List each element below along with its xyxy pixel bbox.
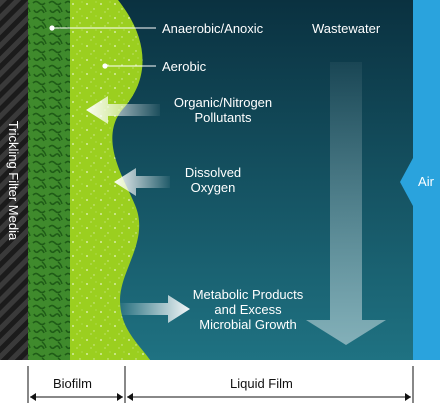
pollutants-label-line1: Organic/Nitrogen: [173, 95, 273, 110]
metabolic-label: Metabolic Products and Excess Microbial …: [178, 287, 318, 332]
filter-media-block: [0, 0, 28, 360]
wastewater-label: Wastewater: [312, 21, 381, 36]
oxygen-label-line1: Dissolved: [184, 165, 242, 180]
media-label: Trickling Filter Media: [6, 120, 22, 240]
anaerobic-layer: [28, 0, 70, 360]
metabolic-label-line3: Microbial Growth: [199, 317, 297, 332]
liquid-film-label: Liquid Film: [230, 376, 293, 391]
liquid-film-arrow-left: [127, 393, 133, 401]
aerobic-pointer-dot: [102, 63, 108, 69]
media-label-wrap: Trickling Filter Media: [0, 0, 28, 360]
metabolic-arrow: [120, 295, 190, 323]
anaerobic-pointer-dot: [49, 25, 55, 31]
air-column: [400, 0, 440, 360]
pollutants-arrow: [86, 96, 160, 124]
pollutants-label: Organic/Nitrogen Pollutants: [158, 95, 288, 125]
metabolic-label-line2: and Excess: [214, 302, 282, 317]
pollutants-label-line2: Pollutants: [194, 110, 252, 125]
liquid-film-arrow-right: [405, 393, 411, 401]
aerobic-label: Aerobic: [162, 59, 207, 74]
oxygen-label-line2: Oxygen: [190, 180, 236, 195]
air-label: Air: [418, 174, 434, 189]
anaerobic-label: Anaerobic/Anoxic: [162, 21, 264, 36]
biofilm-arrow-left: [30, 393, 36, 401]
biofilm-arrow-right: [117, 393, 123, 401]
oxygen-arrow: [114, 168, 170, 196]
oxygen-label: Dissolved Oxygen: [168, 165, 258, 195]
wastewater-down-arrow: [306, 62, 386, 345]
metabolic-label-line1: Metabolic Products: [192, 287, 304, 302]
biofilm-label: Biofilm: [53, 376, 93, 391]
aerobic-dots: [70, 0, 150, 360]
